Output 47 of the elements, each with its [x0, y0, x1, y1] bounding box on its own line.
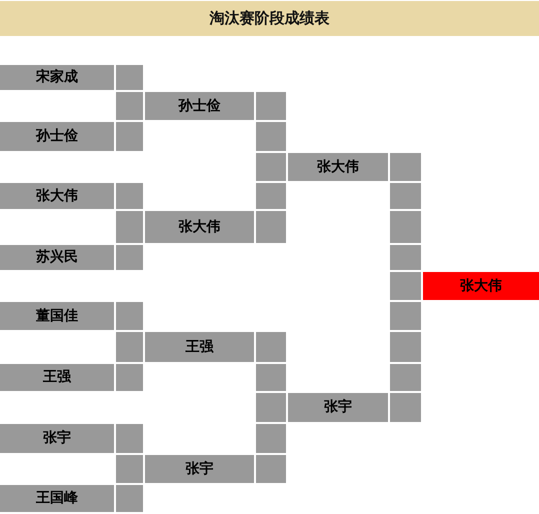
bracket-block	[390, 332, 421, 362]
bracket-block	[116, 485, 143, 512]
champion-name-cell: 张大伟	[423, 272, 539, 300]
player-name-cell: 张宇	[288, 393, 388, 422]
bracket-block	[256, 211, 286, 243]
bracket-block	[116, 65, 143, 90]
bracket-block	[256, 455, 286, 483]
bracket-block	[390, 272, 421, 300]
bracket-block	[390, 183, 421, 209]
bracket-block	[116, 302, 143, 330]
bracket-block	[256, 364, 286, 391]
bracket-block	[116, 211, 143, 243]
player-name-cell: 王强	[145, 332, 254, 362]
title-banner: 淘汰赛阶段成绩表	[0, 1, 539, 36]
bracket-block	[116, 364, 143, 391]
bracket-block	[116, 122, 143, 151]
bracket-block	[256, 92, 286, 120]
player-name-cell: 张大伟	[288, 153, 388, 181]
bracket-block	[116, 245, 143, 270]
player-name-cell: 宋家成	[0, 65, 114, 90]
bracket-block	[256, 183, 286, 209]
bracket-block	[256, 332, 286, 362]
bracket-block	[390, 153, 421, 181]
player-name-cell: 孙士俭	[145, 92, 254, 120]
bracket-block	[390, 393, 421, 422]
bracket-block	[256, 393, 286, 422]
player-name-cell: 张宇	[145, 455, 254, 483]
player-name-cell: 张大伟	[145, 211, 254, 243]
bracket-block	[256, 424, 286, 453]
bracket-block	[390, 245, 421, 270]
bracket-block	[116, 332, 143, 362]
bracket-block	[390, 302, 421, 330]
bracket-block	[116, 455, 143, 483]
bracket-block	[116, 183, 143, 209]
bracket-block	[390, 364, 421, 391]
player-name-cell: 张大伟	[0, 183, 114, 209]
bracket-block	[116, 92, 143, 120]
player-name-cell: 孙士俭	[0, 122, 114, 151]
player-name-cell: 王国峰	[0, 485, 114, 512]
player-name-cell: 张宇	[0, 424, 114, 453]
bracket-block	[256, 122, 286, 151]
player-name-cell: 苏兴民	[0, 245, 114, 270]
player-name-cell: 董国佳	[0, 302, 114, 330]
bracket-block	[256, 153, 286, 181]
player-name-cell: 王强	[0, 364, 114, 391]
bracket-block	[116, 424, 143, 453]
bracket-block	[390, 211, 421, 243]
